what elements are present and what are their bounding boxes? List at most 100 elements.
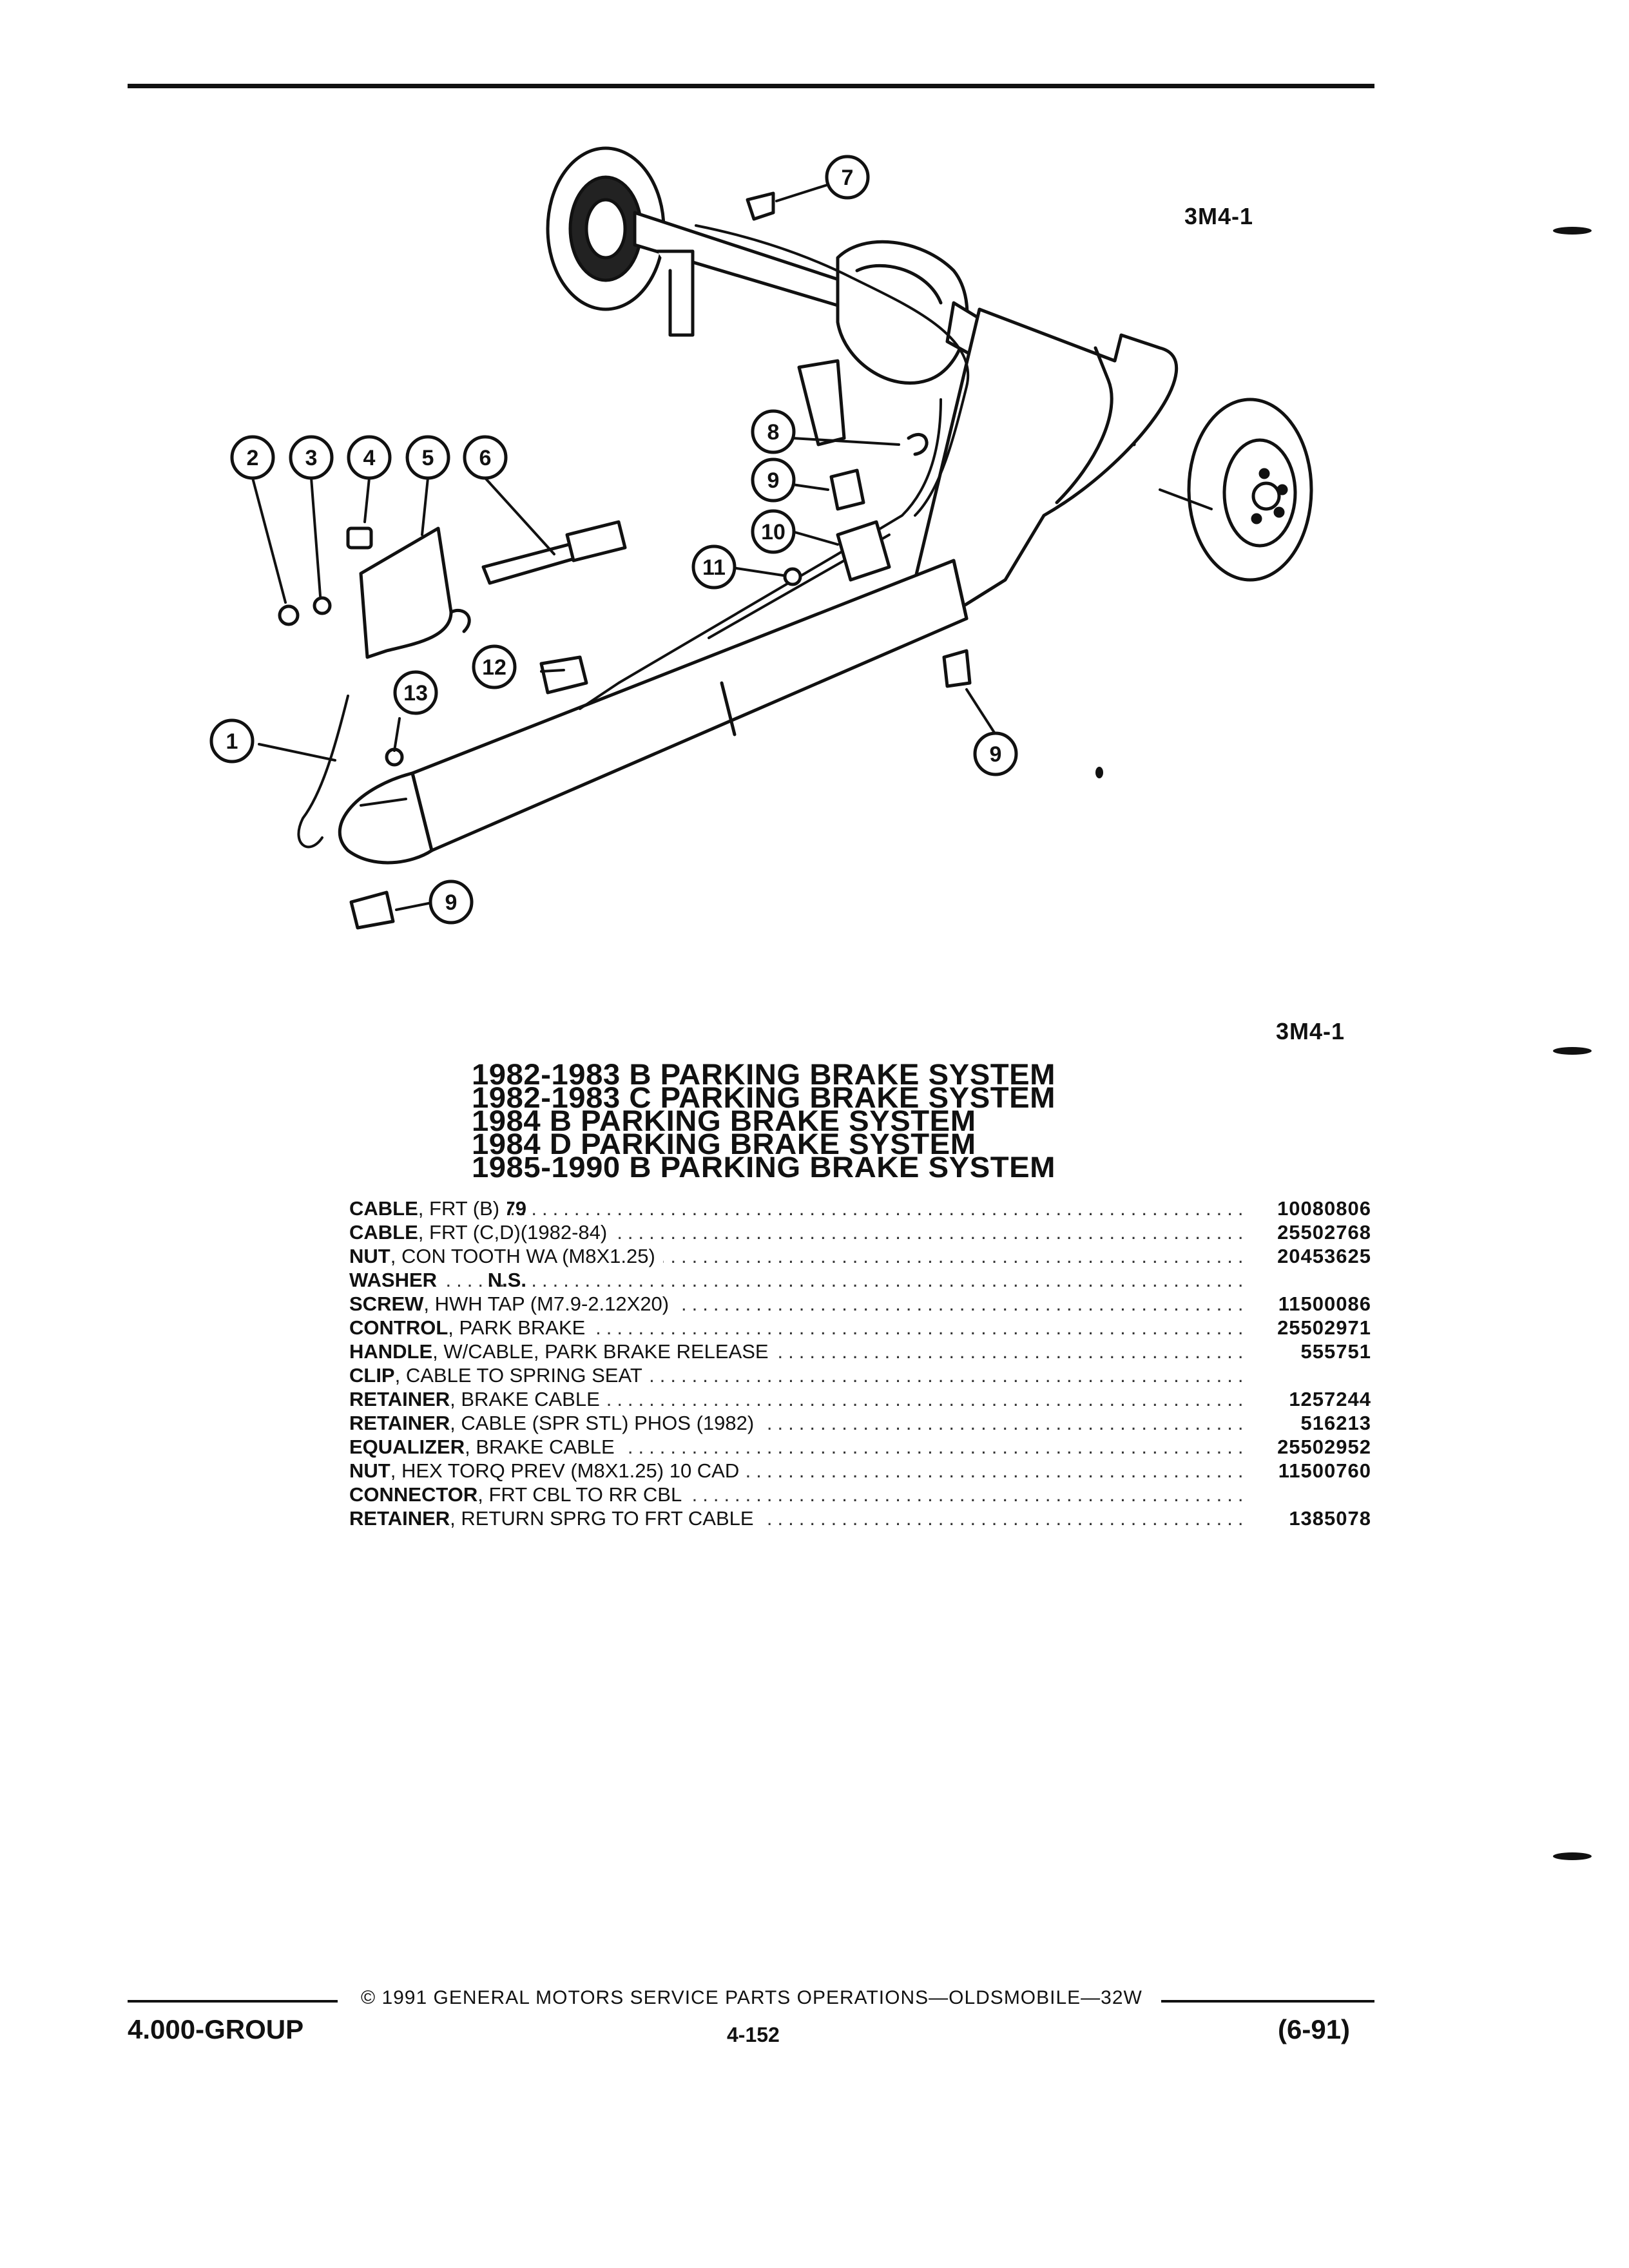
part-row: ........................................… bbox=[193, 1387, 1385, 1411]
part-detail: , CON TOOTH WA (M8X1.25) bbox=[390, 1245, 655, 1267]
part-detail: , HEX TORQ PREV (M8X1.25) 10 CAD bbox=[390, 1459, 740, 1482]
page-number: 4-152 bbox=[727, 2023, 780, 2046]
part-number: 516213 bbox=[1300, 1411, 1379, 1435]
part-name: CABLE bbox=[349, 1221, 418, 1244]
part-detail: , W/CABLE, PARK BRAKE RELEASE bbox=[432, 1340, 769, 1363]
part-number: 1385078 bbox=[1289, 1506, 1379, 1530]
part-number: 555751 bbox=[1300, 1340, 1379, 1363]
callout-circles bbox=[209, 155, 1018, 925]
part-row: ........................................… bbox=[193, 1506, 1385, 1530]
part-name: CLIP bbox=[349, 1364, 395, 1387]
scan-mark bbox=[1553, 1047, 1592, 1055]
part-name: RETAINER bbox=[349, 1412, 450, 1434]
part-detail: , BRAKE CABLE bbox=[450, 1388, 600, 1410]
part-description: SCREW, HWH TAP (M7.9-2.12X20) bbox=[349, 1292, 677, 1316]
part-description: CABLE, FRT (C,D)(1982-84) bbox=[349, 1220, 615, 1244]
part-name: NUT bbox=[349, 1459, 390, 1482]
part-detail: , CABLE TO SPRING SEAT bbox=[394, 1364, 642, 1387]
leader-dots: ........................................… bbox=[349, 1269, 1250, 1291]
part-name: WASHER bbox=[349, 1269, 438, 1291]
part-name: CONTROL bbox=[349, 1316, 448, 1339]
part-number: 25502952 bbox=[1277, 1435, 1379, 1459]
callout-12: 12 bbox=[482, 655, 506, 680]
section-title: 1985-1990 B PARKING BRAKE SYSTEM bbox=[472, 1151, 1056, 1184]
part-name: HANDLE bbox=[349, 1340, 433, 1363]
part-number: 25502971 bbox=[1277, 1316, 1379, 1340]
part-name: NUT bbox=[349, 1245, 390, 1267]
section-title: 1984 B PARKING BRAKE SYSTEM bbox=[472, 1104, 976, 1137]
part-description: CONNECTOR, FRT CBL TO RR CBL bbox=[349, 1483, 690, 1506]
callout-arrows bbox=[251, 182, 997, 911]
parking-brake-diagram: 7 8 9 10 11 12 13 9 1 9 2 3 4 5 6 bbox=[209, 146, 1313, 930]
part-description: EQUALIZER, BRAKE CABLE bbox=[349, 1435, 622, 1459]
part-name: EQUALIZER bbox=[349, 1436, 465, 1458]
part-row: ........................................… bbox=[193, 1363, 1385, 1387]
callout-7: 7 bbox=[842, 166, 854, 190]
part-detail: , PARK BRAKE bbox=[448, 1316, 586, 1339]
part-detail: , FRT CBL TO RR CBL bbox=[477, 1483, 682, 1506]
part-row: ........................................… bbox=[193, 1292, 1385, 1316]
part-description: WASHER bbox=[349, 1268, 445, 1292]
callout-3: 3 bbox=[305, 446, 318, 470]
callout-2: 2 bbox=[247, 446, 259, 470]
part-row: ........................................… bbox=[193, 1244, 1385, 1268]
scan-mark bbox=[1095, 767, 1103, 778]
section-title: 1984 D PARKING BRAKE SYSTEM bbox=[472, 1128, 976, 1160]
part-row: ........................................… bbox=[193, 1411, 1385, 1435]
part-name: CONNECTOR bbox=[349, 1483, 478, 1506]
part-detail: , BRAKE CABLE bbox=[465, 1436, 615, 1458]
part-name: CABLE bbox=[349, 1197, 418, 1220]
part-name: SCREW bbox=[349, 1293, 424, 1315]
part-detail: , FRT (C,D)(1982-84) bbox=[418, 1221, 608, 1244]
part-detail: , RETURN SPRG TO FRT CABLE bbox=[450, 1507, 754, 1530]
part-name: RETAINER bbox=[349, 1388, 450, 1410]
callout-13: 13 bbox=[403, 681, 428, 706]
part-number: 25502768 bbox=[1277, 1220, 1379, 1244]
group-number: N.S. bbox=[487, 1269, 526, 1291]
section-title: 1982-1983 C PARKING BRAKE SYSTEM bbox=[472, 1081, 1056, 1114]
scan-mark bbox=[1553, 227, 1592, 235]
callout-9b: 9 bbox=[990, 742, 1002, 767]
part-name: RETAINER bbox=[349, 1507, 450, 1530]
callout-4: 4 bbox=[363, 446, 376, 470]
part-row: ........................................… bbox=[193, 1483, 1385, 1506]
part-description: RETAINER, RETURN SPRG TO FRT CABLE bbox=[349, 1506, 762, 1530]
footer-rule bbox=[1161, 2000, 1374, 2003]
part-detail: , FRT (B) bbox=[418, 1197, 500, 1220]
figure-code-top: 3M4-1 bbox=[1184, 203, 1254, 229]
figure-code-bottom: 3M4-1 bbox=[1276, 1018, 1345, 1044]
part-row: ........................................… bbox=[193, 1316, 1385, 1340]
callout-5: 5 bbox=[422, 446, 434, 470]
part-number: 11500086 bbox=[1278, 1292, 1379, 1316]
part-row: ........................................… bbox=[193, 1435, 1385, 1459]
callout-9a: 9 bbox=[767, 468, 780, 493]
scan-mark bbox=[1553, 1852, 1592, 1860]
part-description: CLIP, CABLE TO SPRING SEAT bbox=[349, 1363, 650, 1387]
footer-copyright: © 1991 GENERAL MOTORS SERVICE PARTS OPER… bbox=[361, 1987, 1142, 2008]
small-parts bbox=[278, 191, 972, 930]
footer-rule bbox=[128, 2000, 338, 2003]
part-description: CONTROL, PARK BRAKE bbox=[349, 1316, 593, 1340]
part-number: 11500760 bbox=[1278, 1459, 1379, 1483]
top-rule bbox=[128, 84, 1374, 88]
part-description: NUT, HEX TORQ PREV (M8X1.25) 10 CAD bbox=[349, 1459, 747, 1483]
callout-6: 6 bbox=[479, 446, 492, 470]
part-detail: , HWH TAP (M7.9-2.12X20) bbox=[423, 1293, 670, 1315]
part-description: HANDLE, W/CABLE, PARK BRAKE RELEASE bbox=[349, 1340, 776, 1363]
footer-date: (6-91) bbox=[1278, 2014, 1351, 2044]
callout-1: 1 bbox=[226, 729, 238, 754]
part-description: NUT, CON TOOTH WA (M8X1.25) bbox=[349, 1244, 663, 1268]
frame-rail bbox=[338, 307, 1179, 865]
part-number: 10080806 bbox=[1277, 1196, 1379, 1220]
part-number: 20453625 bbox=[1277, 1244, 1379, 1268]
part-row: ........................................… bbox=[193, 1459, 1385, 1483]
part-row: ........................................… bbox=[193, 1268, 1385, 1292]
part-number: 1257244 bbox=[1289, 1387, 1379, 1411]
footer-group: 4.000-GROUP bbox=[128, 2014, 304, 2044]
callout-10: 10 bbox=[761, 520, 786, 544]
parts-list: ........................................… bbox=[193, 1196, 1385, 1530]
section-titles: 1982-1983 B PARKING BRAKE SYSTEM 1982-19… bbox=[472, 1060, 1055, 1182]
part-description: CABLE, FRT (B) bbox=[349, 1196, 508, 1220]
part-description: RETAINER, CABLE (SPR STL) PHOS (1982) bbox=[349, 1411, 762, 1435]
callout-9c: 9 bbox=[445, 890, 458, 915]
